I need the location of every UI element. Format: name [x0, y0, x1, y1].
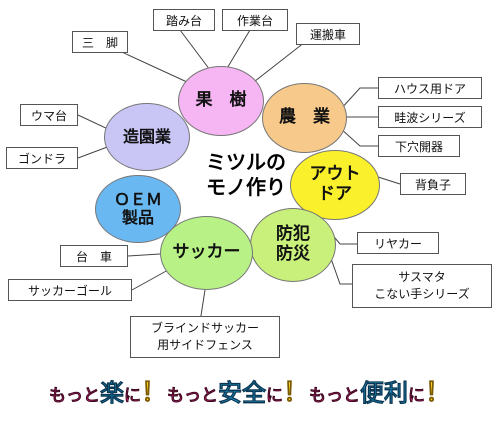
circle-kaju-label: 果 樹	[195, 90, 247, 111]
circle-soccer-label: サッカー	[172, 242, 241, 263]
tag-sagyodai-label: 作業台	[236, 13, 273, 28]
circle-oem-line1: ＯＥＭ	[113, 189, 162, 209]
tag-riyaka-label: リヤカー	[373, 236, 422, 251]
tag-sankyaku: 三 脚	[72, 31, 128, 53]
circle-bohan-line2: 防災	[276, 244, 310, 264]
tag-sagyodai: 作業台	[222, 9, 288, 31]
circle-nogyo-label: 農 業	[279, 107, 330, 128]
circle-zoen: 造園業	[104, 103, 190, 171]
tag-blind-line2: 用サイドフェンス	[157, 338, 253, 352]
center-title: ミツルの モノ作り	[186, 150, 306, 200]
tag-riyaka: リヤカー	[357, 232, 439, 254]
tag-sankyaku-label: 三 脚	[81, 35, 118, 50]
slogan-exclaim1: ！	[140, 378, 168, 409]
slogan-part6: に	[408, 386, 425, 406]
tag-housedoor-label: ハウス用ドア	[393, 81, 466, 96]
tag-sasumata-line1: サスマタ	[398, 270, 446, 285]
tag-shoiko-label: 背負子	[414, 177, 451, 192]
tag-blind-line1: ブラインドサッカー	[150, 321, 259, 336]
center-title-line1: ミツルの	[206, 150, 286, 174]
circle-outdoor: アウト ドア	[290, 150, 380, 220]
tag-umadai-label: ウマ台	[30, 108, 67, 123]
circle-kaju: 果 樹	[178, 66, 264, 136]
tag-soccergoal-label: サッカーゴール	[27, 283, 112, 298]
slogan-part4: に	[265, 386, 283, 406]
slogan-word3: 便利	[360, 379, 409, 408]
tag-gondola: ゴンドラ	[6, 147, 78, 169]
slogan-exclaim3: ！	[425, 378, 452, 409]
circle-nogyo: 農 業	[262, 83, 347, 153]
tag-shitaana: 下穴開器	[378, 135, 460, 157]
slogan: もっと楽に！もっと安全に！もっと便利に！	[0, 372, 500, 409]
center-title-line2: モノ作り	[206, 175, 286, 199]
slogan-part2: に	[123, 386, 141, 406]
tag-daisha: 台 車	[60, 245, 128, 267]
tag-gondola-label: ゴンドラ	[17, 151, 66, 166]
tag-unpansha-label: 運搬車	[309, 27, 346, 42]
circle-outdoor-line2: ドア	[318, 184, 352, 204]
slogan-part1: もっと	[48, 386, 100, 406]
tag-fumidai-label: 踏み台	[165, 13, 202, 28]
circle-bohan-line1: 防犯	[276, 224, 310, 245]
tag-shitaana-label: 下穴開器	[394, 139, 443, 154]
tag-sasumata: サスマタ こない手シリーズ	[352, 264, 492, 308]
tag-daisha-label: 台 車	[75, 249, 112, 264]
slogan-exclaim2: ！	[282, 378, 310, 409]
circle-bohan: 防犯 防災	[250, 208, 336, 282]
circle-zoen-label: 造園業	[122, 126, 171, 146]
tag-fumidai: 踏み台	[153, 9, 215, 31]
tag-sasumata-line2: こない手シリーズ	[374, 287, 470, 301]
tag-umadai: ウマ台	[20, 104, 78, 126]
tag-unpansha: 運搬車	[296, 23, 360, 45]
circle-oem: ＯＥＭ 製品	[95, 175, 181, 243]
circle-oem-line2: 製品	[121, 208, 154, 227]
tag-azenami: 畦波シリーズ	[378, 106, 482, 128]
slogan-part3: もっと	[166, 386, 218, 406]
slogan-part5: もっと	[309, 386, 360, 406]
tag-azenami-label: 畦波シリーズ	[394, 110, 466, 125]
slogan-word2: 安全	[217, 379, 267, 408]
tag-soccergoal: サッカーゴール	[8, 279, 132, 301]
circle-soccer: サッカー	[160, 216, 253, 290]
circle-outdoor-line1: アウト	[309, 164, 361, 185]
tag-shoiko: 背負子	[400, 173, 466, 195]
tag-blindsoccer: ブラインドサッカー 用サイドフェンス	[130, 316, 280, 358]
tag-housedoor: ハウス用ドア	[378, 77, 482, 99]
slogan-word1: 楽	[99, 379, 125, 408]
